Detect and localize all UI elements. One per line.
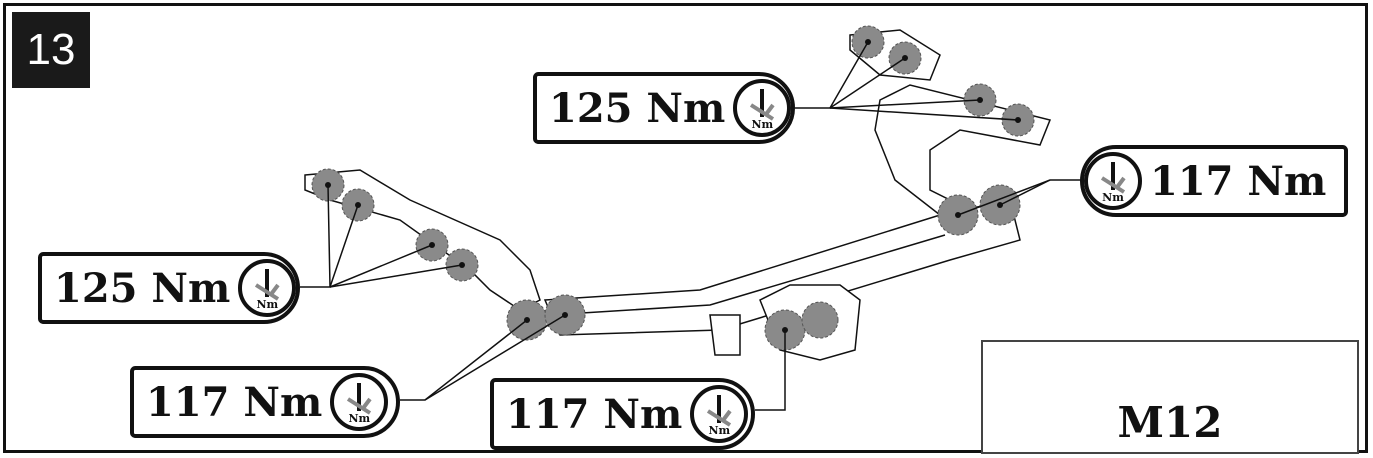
torque-value: 117 Nm: [1150, 157, 1327, 205]
torque-value: 125 Nm: [549, 84, 726, 132]
torque-wrench-icon: Nm: [330, 373, 389, 431]
torque-wrench-icon: Nm: [733, 79, 792, 137]
tool-size-label: M12: [1117, 398, 1223, 447]
unit-label: Nm: [708, 424, 731, 437]
diagram-frame: [3, 3, 1368, 453]
unit-label: Nm: [256, 298, 279, 311]
torque-wrench-icon: Nm: [690, 385, 749, 443]
torque-callout-top-center: 125 Nm Nm: [533, 72, 795, 144]
torque-wrench-icon: Nm: [238, 259, 297, 317]
torque-value: 117 Nm: [146, 378, 323, 426]
torque-wrench-icon: Nm: [1084, 152, 1142, 210]
torque-callout-bottom-center: 117 Nm Nm: [490, 378, 755, 450]
torque-value: 117 Nm: [506, 390, 683, 438]
torque-value: 125 Nm: [54, 264, 231, 312]
step-number: 13: [12, 12, 90, 88]
torque-callout-left-upper: 125 Nm Nm: [38, 252, 300, 324]
torque-callout-left-lower: 117 Nm Nm: [130, 366, 400, 438]
tool-box: M12: [981, 340, 1359, 454]
torque-callout-right: Nm 117 Nm: [1080, 145, 1348, 217]
unit-label: Nm: [751, 118, 774, 131]
unit-label: Nm: [1102, 191, 1124, 204]
unit-label: Nm: [348, 412, 371, 425]
leader-lines: [300, 41, 1085, 411]
